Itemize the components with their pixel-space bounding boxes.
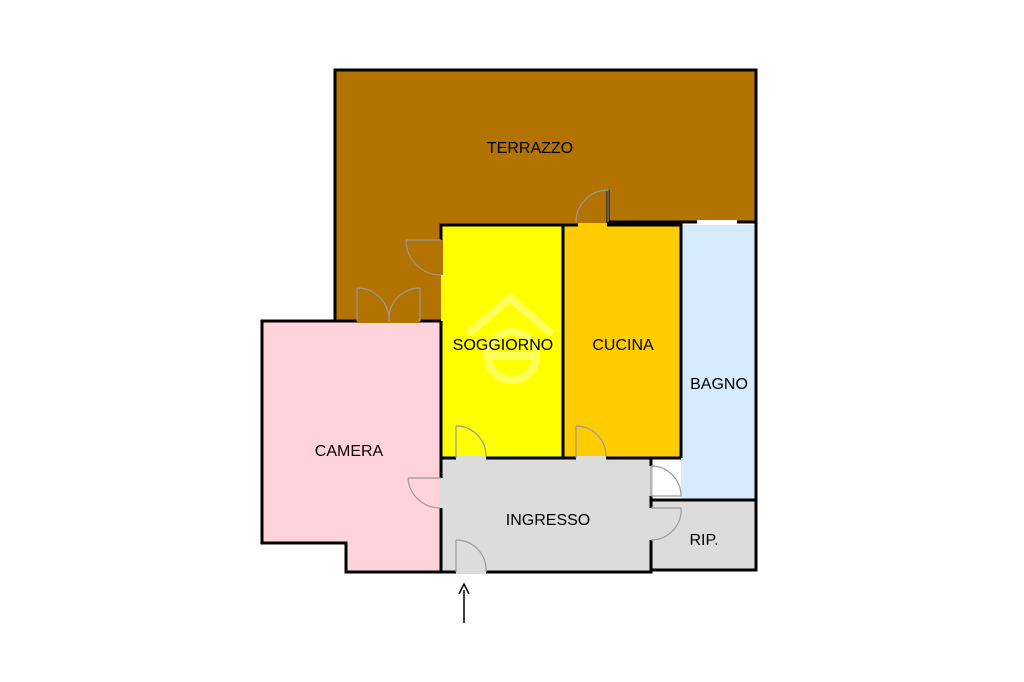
arrow-up-icon xyxy=(458,582,470,623)
label-cucina: CUCINA xyxy=(592,337,654,354)
watermark-logo xyxy=(465,292,555,384)
label-terrazzo: TERRAZZO xyxy=(487,140,573,157)
room-soggiorno xyxy=(441,225,563,458)
label-camera: CAMERA xyxy=(315,443,384,460)
label-soggiorno: SOGGIORNO xyxy=(453,337,553,354)
room-cucina xyxy=(563,225,681,458)
room-ingresso xyxy=(441,458,651,572)
label-ingresso: INGRESSO xyxy=(506,512,590,529)
label-ripostiglio: RIP. xyxy=(689,532,718,549)
wall-outline-terrazzo xyxy=(333,68,758,321)
room-camera xyxy=(262,321,441,572)
door-swings xyxy=(356,189,682,573)
label-bagno: BAGNO xyxy=(690,376,748,393)
room-bagno xyxy=(681,225,756,500)
